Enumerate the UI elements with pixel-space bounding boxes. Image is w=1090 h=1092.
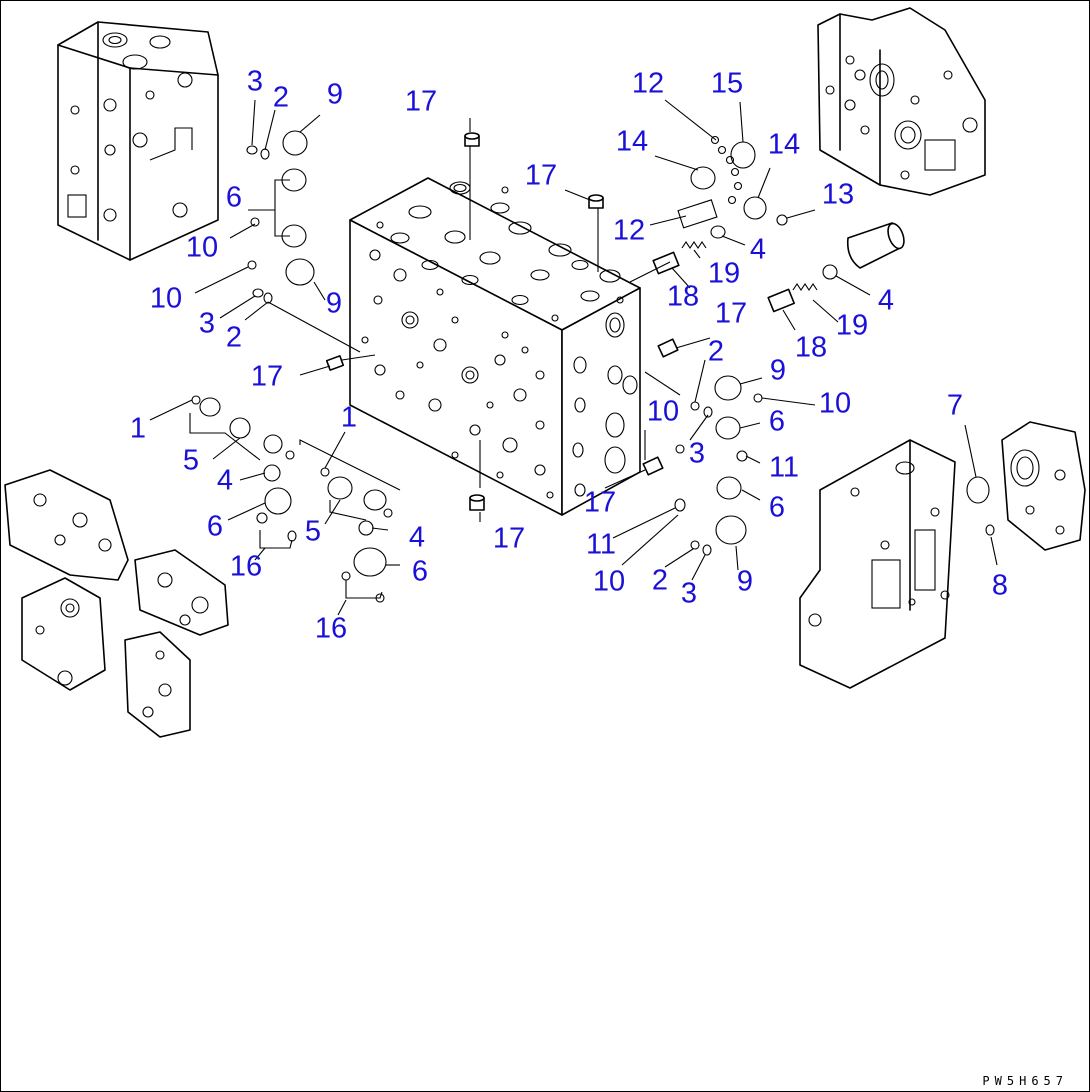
- main-valve-block: [349, 177, 641, 516]
- label-11b: 11: [585, 528, 617, 561]
- label-16b: 16: [314, 612, 348, 645]
- label-6b: 6: [768, 405, 786, 438]
- label-2d: 2: [651, 564, 669, 597]
- label-3c: 3: [688, 437, 706, 470]
- label-2a: 2: [272, 81, 290, 114]
- label-12b: 12: [612, 214, 646, 247]
- label-10b: 10: [149, 282, 183, 315]
- label-19b: 19: [835, 309, 869, 342]
- lower-left-parts: [4, 469, 229, 738]
- label-7: 7: [946, 389, 964, 422]
- label-9d: 9: [736, 565, 754, 598]
- label-10d: 10: [818, 387, 852, 420]
- label-17c: 17: [714, 297, 748, 330]
- label-6c: 6: [768, 491, 786, 524]
- label-4c: 4: [216, 464, 234, 497]
- label-16a: 16: [229, 550, 263, 583]
- label-2b: 2: [225, 321, 243, 354]
- label-9a: 9: [326, 78, 344, 111]
- label-9c: 9: [769, 354, 787, 387]
- upper-right-section: [817, 7, 986, 196]
- label-4b: 4: [877, 284, 895, 317]
- label-10c: 10: [646, 395, 680, 428]
- label-6e: 6: [411, 555, 429, 588]
- label-9b: 9: [325, 287, 343, 320]
- label-1a: 1: [129, 412, 147, 445]
- label-2c: 2: [707, 335, 725, 368]
- label-10e: 10: [592, 565, 626, 598]
- label-17d: 17: [250, 360, 284, 393]
- label-11a: 11: [768, 451, 800, 484]
- label-19a: 19: [707, 257, 741, 290]
- plug-parts: [325, 132, 905, 511]
- lower-right-section: [799, 421, 1086, 689]
- drawing-code: PW5H657: [982, 1074, 1068, 1088]
- label-1b: 1: [340, 401, 358, 434]
- label-6a: 6: [225, 181, 243, 214]
- label-15: 15: [710, 67, 744, 100]
- label-10a: 10: [185, 231, 219, 264]
- label-4a: 4: [749, 233, 767, 266]
- label-3b: 3: [198, 307, 216, 340]
- label-17a: 17: [404, 85, 438, 118]
- label-18b: 18: [794, 331, 828, 364]
- label-13: 13: [821, 178, 855, 211]
- spring-parts: [681, 241, 818, 291]
- upper-left-section: [57, 21, 219, 261]
- label-18a: 18: [666, 280, 700, 313]
- label-3a: 3: [246, 65, 264, 98]
- label-17e: 17: [583, 486, 617, 519]
- label-4d: 4: [408, 521, 426, 554]
- label-17b: 17: [524, 159, 558, 192]
- label-14b: 14: [767, 128, 801, 161]
- leader-lines: [149, 99, 998, 616]
- label-5a: 5: [182, 444, 200, 477]
- label-14a: 14: [615, 125, 649, 158]
- label-5b: 5: [304, 515, 322, 548]
- label-12a: 12: [631, 67, 665, 100]
- label-8: 8: [991, 569, 1009, 602]
- label-6d: 6: [206, 510, 224, 543]
- label-17f: 17: [492, 522, 526, 555]
- label-3d: 3: [680, 577, 698, 610]
